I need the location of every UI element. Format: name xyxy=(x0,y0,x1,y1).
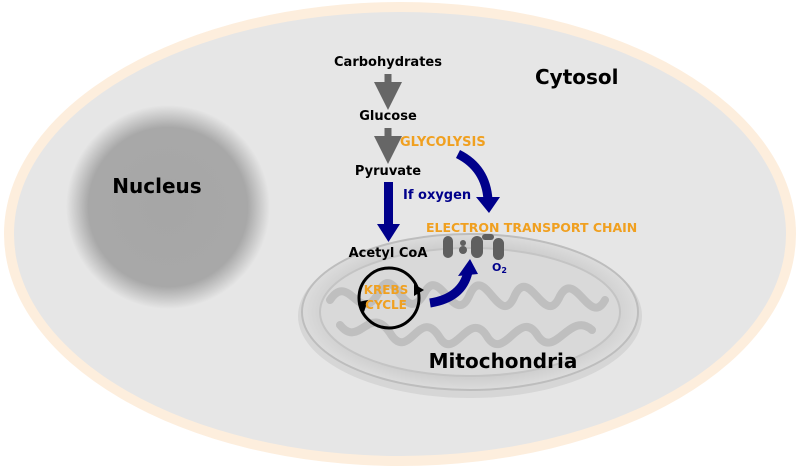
etc-protein-complexes xyxy=(443,234,504,260)
label-glycolysis: GLYCOLYSIS xyxy=(400,135,486,150)
krebs-cycle-loop xyxy=(357,266,424,330)
label-krebs: KREBS xyxy=(364,283,409,297)
label-carbohydrates: Carbohydrates xyxy=(334,55,442,70)
label-electron-transport-chain: ELECTRON TRANSPORT CHAIN xyxy=(426,220,637,235)
label-o2: O2 xyxy=(492,261,507,275)
arrow-glycolysis-to-etc xyxy=(455,149,500,213)
label-nucleus: Nucleus xyxy=(112,174,201,198)
arrow-krebs-to-etc xyxy=(429,259,478,308)
nucleus-body xyxy=(66,105,270,309)
label-if-oxygen: If oxygen xyxy=(403,188,471,203)
label-pyruvate: Pyruvate xyxy=(355,164,421,179)
label-mitochondria: Mitochondria xyxy=(429,349,578,373)
label-acetyl-coa: Acetyl CoA xyxy=(349,246,428,261)
arrow-pyruvate-to-acetylcoa xyxy=(377,182,400,242)
label-glucose: Glucose xyxy=(359,109,417,124)
mitochondrion xyxy=(298,233,642,398)
label-cycle: CYCLE xyxy=(365,298,407,312)
label-cytosol: Cytosol xyxy=(535,65,619,89)
